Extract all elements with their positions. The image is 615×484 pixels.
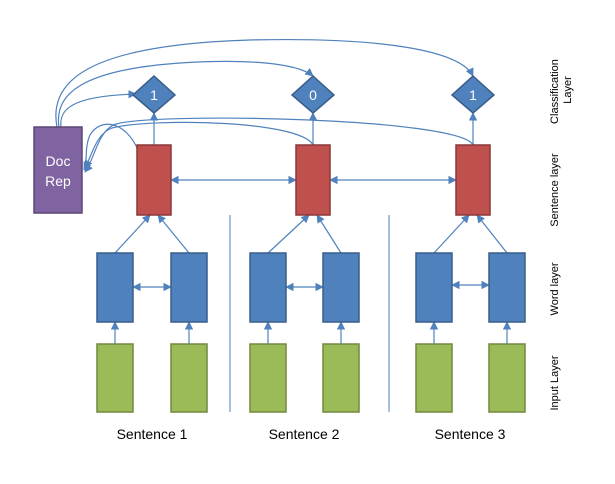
word-node-2b xyxy=(322,252,360,323)
arrow-sentence3-docrep xyxy=(84,117,474,173)
arrow-docrep-output-3 xyxy=(55,39,474,128)
arrow-word-sentence-1b xyxy=(157,214,190,254)
output-node-1: 1 xyxy=(131,74,177,114)
arrow-word-sentence-2b xyxy=(316,214,342,254)
input-node-1b xyxy=(170,343,208,413)
classification-layer-label: Classification Layer xyxy=(549,56,574,124)
sentence-layer xyxy=(136,144,491,216)
doc-rep-label-line1: Doc xyxy=(46,153,71,169)
input-node-1a xyxy=(96,343,134,413)
sentence-caption-1: Sentence 1 xyxy=(117,426,188,442)
input-node-3a xyxy=(415,343,453,413)
output-node-3: 1 xyxy=(450,74,496,114)
arrow-sentence2-docrep xyxy=(84,121,314,169)
arrow-sentence1-docrep xyxy=(83,123,139,171)
arrow-word-sentence-2a xyxy=(267,214,310,254)
input-node-3b xyxy=(488,343,526,413)
output-value-3: 1 xyxy=(469,87,477,103)
arrow-word-sentence-3a xyxy=(433,214,470,254)
word-layer-label: Word layer xyxy=(549,262,561,315)
word-layer xyxy=(96,252,526,323)
output-diamond-2 xyxy=(290,74,336,114)
sentence-layer-label: Sentence layer xyxy=(549,153,561,227)
doc-rep-label-line2: Rep xyxy=(45,173,71,189)
word-node-1a xyxy=(96,252,134,323)
classification-label-line1: Classification xyxy=(549,59,561,124)
word-node-3b xyxy=(488,252,526,323)
sentence-caption-2: Sentence 2 xyxy=(269,426,340,442)
arrow-docrep-output-2 xyxy=(57,60,314,128)
doc-rep-node: Doc Rep xyxy=(33,126,83,214)
output-value-1: 1 xyxy=(150,87,158,103)
sentence-node-2 xyxy=(295,144,331,216)
sentence-caption-3: Sentence 3 xyxy=(435,426,506,442)
arrow-docrep-output-1 xyxy=(60,90,137,128)
output-diamond-1 xyxy=(131,74,177,114)
connectors xyxy=(55,39,512,344)
layer-labels: Classification Layer Sentence layer Word… xyxy=(549,56,574,410)
input-layer xyxy=(96,343,526,413)
sentence-node-3 xyxy=(455,144,491,216)
input-layer-label: Input Layer xyxy=(549,355,561,410)
sentence-node-1 xyxy=(136,144,172,216)
output-value-2: 0 xyxy=(309,87,317,103)
word-node-1b xyxy=(170,252,208,323)
doc-rep-box xyxy=(33,126,83,214)
input-node-2a xyxy=(249,343,287,413)
input-node-2b xyxy=(322,343,360,413)
classification-label-line2: Layer xyxy=(562,76,574,104)
sentence-captions: Sentence 1 Sentence 2 Sentence 3 xyxy=(117,426,506,442)
classification-layer: 1 0 1 xyxy=(131,74,496,114)
output-node-2: 0 xyxy=(290,74,336,114)
arrow-word-sentence-1a xyxy=(114,214,151,254)
word-node-3a xyxy=(415,252,453,323)
output-diamond-3 xyxy=(450,74,496,114)
arrow-word-sentence-3b xyxy=(476,214,508,254)
word-node-2a xyxy=(249,252,287,323)
column-dividers xyxy=(229,215,390,412)
